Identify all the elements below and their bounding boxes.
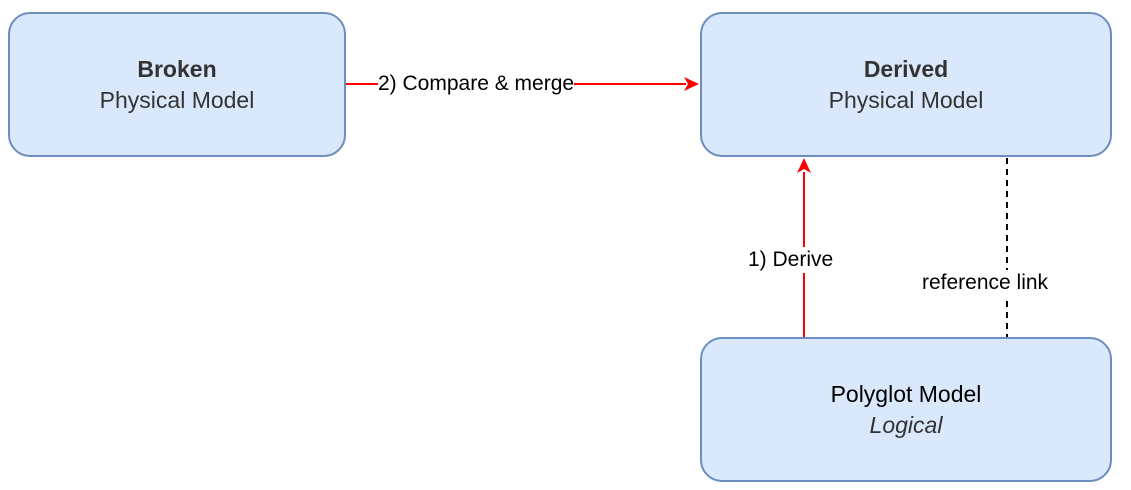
derive-label: 1) Derive [748,247,834,273]
reference-link-label: reference link [922,270,1049,296]
compare-merge-arrowhead [684,77,699,91]
polyglot-logical-model-node[interactable]: Polyglot Model Logical [700,337,1112,482]
compare-merge-label: 2) Compare & merge [378,71,575,97]
node-subtitle: Physical Model [828,86,984,113]
node-title: Polyglot Model [830,380,982,407]
node-subtitle: Logical [869,411,943,438]
derived-physical-model-node[interactable]: Derived Physical Model [700,12,1112,157]
node-title: Derived [863,55,949,82]
node-subtitle: Physical Model [99,86,255,113]
broken-physical-model-node[interactable]: Broken Physical Model [8,12,346,157]
derive-arrowhead [797,158,811,173]
node-title: Broken [137,55,217,82]
